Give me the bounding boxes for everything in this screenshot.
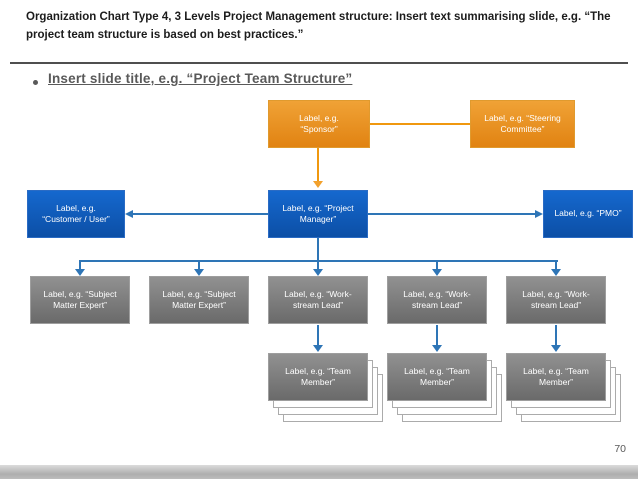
org-node-team-member-stack-1: Label, e.g. “Team Member” (268, 353, 383, 422)
bullet-icon (33, 80, 38, 85)
org-node-sponsor: Label, e.g. “Sponsor” (268, 100, 370, 148)
connector-pm-pmo (368, 213, 535, 215)
org-node-workstream-lead-3: Label, e.g. “Work- stream Lead” (506, 276, 606, 324)
page-number: 70 (614, 443, 626, 455)
connector-pm-customer (133, 213, 268, 215)
connector-drop-sme1 (79, 260, 81, 269)
arrowhead-right-icon (535, 209, 543, 218)
org-node-workstream-lead-1: Label, e.g. “Work- stream Lead” (268, 276, 368, 324)
org-node-team-member-stack-3: Label, e.g. “Team Member” (506, 353, 621, 422)
connector-sponsor-pm (317, 148, 319, 181)
connector-ws1-team1 (317, 325, 319, 345)
header-divider (10, 62, 628, 64)
connector-ws2-team2 (436, 325, 438, 345)
arrowhead-down-icon (551, 269, 561, 276)
org-node-project-manager: Label, e.g. “Project Manager” (268, 190, 368, 238)
org-node-workstream-lead-2: Label, e.g. “Work- stream Lead” (387, 276, 487, 324)
slide-footer-bar (0, 465, 638, 479)
connector-drop-sme2 (198, 260, 200, 269)
slide-title-placeholder: Insert slide title, e.g. “Project Team S… (48, 71, 353, 86)
arrowhead-down-icon (432, 345, 442, 352)
connector-sponsor-steering (370, 123, 470, 125)
arrowhead-down-icon (75, 269, 85, 276)
arrowhead-down-icon (551, 345, 561, 352)
arrowhead-down-icon (313, 345, 323, 352)
org-node-team-member-1: Label, e.g. “Team Member” (268, 353, 368, 401)
org-node-team-member-3: Label, e.g. “Team Member” (506, 353, 606, 401)
connector-pm-down (317, 238, 319, 260)
connector-drop-ws2 (436, 260, 438, 269)
connector-drop-ws1 (317, 260, 319, 269)
org-node-pmo: Label, e.g. “PMO” (543, 190, 633, 238)
org-node-team-member-stack-2: Label, e.g. “Team Member” (387, 353, 502, 422)
org-node-customer-user: Label, e.g. “Customer / User” (27, 190, 125, 238)
org-node-team-member-2: Label, e.g. “Team Member” (387, 353, 487, 401)
org-node-subject-matter-expert-1: Label, e.g. “Subject Matter Expert” (30, 276, 130, 324)
arrowhead-down-icon (313, 269, 323, 276)
arrowhead-left-icon (125, 209, 133, 218)
connector-drop-ws3 (555, 260, 557, 269)
org-node-subject-matter-expert-2: Label, e.g. “Subject Matter Expert” (149, 276, 249, 324)
arrowhead-down-orange-icon (313, 181, 323, 188)
arrowhead-down-icon (194, 269, 204, 276)
org-node-steering-committee: Label, e.g. “Steering Committee” (470, 100, 575, 148)
connector-ws3-team3 (555, 325, 557, 345)
arrowhead-down-icon (432, 269, 442, 276)
slide-header-instruction: Organization Chart Type 4, 3 Levels Proj… (26, 11, 611, 41)
